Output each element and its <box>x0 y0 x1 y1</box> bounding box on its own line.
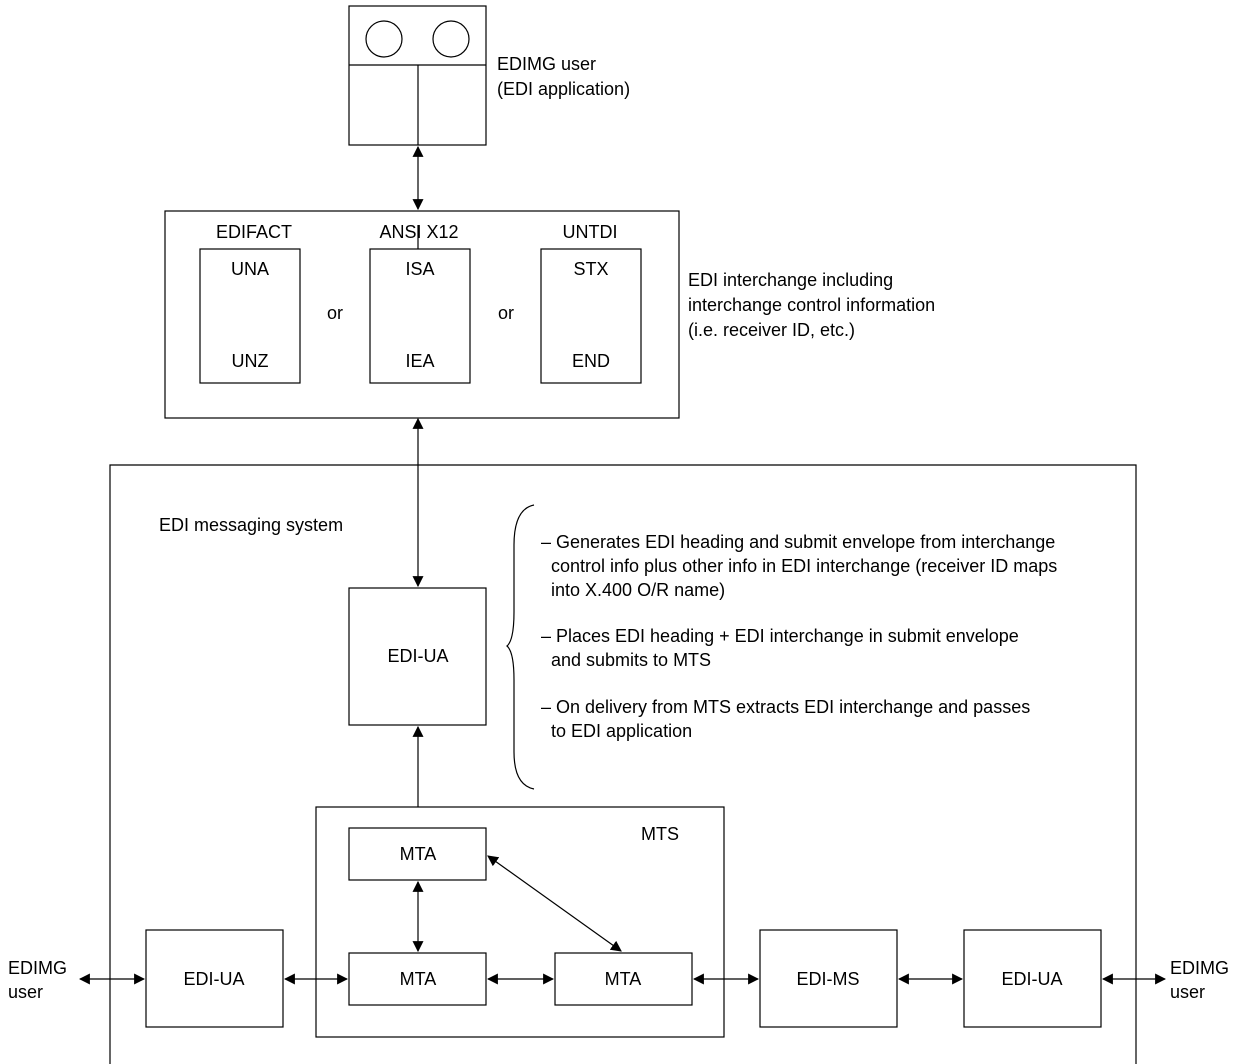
ua-function-notes: – Generates EDI heading and submit envel… <box>541 532 1057 741</box>
user-top-eye-left-icon <box>365 20 403 58</box>
edi-ua-main-label: EDI-UA <box>387 646 448 666</box>
edimg-user-top: EDIMG user (EDI application) <box>348 5 630 146</box>
edifact-box <box>199 248 301 384</box>
mta-bottom-left-box <box>348 952 487 1006</box>
interchange-desc-1: EDI interchange including <box>688 270 893 290</box>
edi-ms-box <box>759 929 898 1028</box>
interchange-desc-3: (i.e. receiver ID, etc.) <box>688 320 855 340</box>
interchange-desc-2: interchange control information <box>688 295 935 315</box>
user-right-label-1: EDIMG <box>1170 958 1229 978</box>
edi-ua-left-label: EDI-UA <box>183 969 244 989</box>
untdi-title: UNTDI <box>563 222 618 242</box>
ansi-title: ANSI X12 <box>379 222 458 242</box>
untdi-box <box>540 248 642 384</box>
user-top-eye-right-icon <box>432 20 470 58</box>
arrow-mta-top-mta-right <box>487 855 622 952</box>
messaging-system-title: EDI messaging system <box>159 515 343 535</box>
edi-ms-label: EDI-MS <box>797 969 860 989</box>
mta-top-label: MTA <box>400 844 437 864</box>
note-1-line-3: into X.400 O/R name) <box>541 580 725 600</box>
edi-ua-right-label: EDI-UA <box>1001 969 1062 989</box>
mta-bottom-left-label: MTA <box>400 969 437 989</box>
ansi-box <box>369 248 471 384</box>
note-3-line-1: – On delivery from MTS extracts EDI inte… <box>541 697 1030 717</box>
interchange-group: EDIFACT ANSI X12 UNTDI UNA UNZ ISA IEA S… <box>164 210 935 419</box>
edi-ua-left-box <box>145 929 284 1028</box>
messaging-system-frame <box>109 464 1137 1064</box>
notes-brace <box>506 504 535 790</box>
mta-top-box <box>348 827 487 881</box>
edi-ua-right-box <box>963 929 1102 1028</box>
or-label-1: or <box>327 303 343 323</box>
or-label-2: or <box>498 303 514 323</box>
ansi-start: ISA <box>405 259 434 279</box>
mta-bottom-right-label: MTA <box>605 969 642 989</box>
note-2-line-2: and submits to MTS <box>541 650 711 670</box>
mts-title: MTS <box>641 824 679 844</box>
note-1-line-1: – Generates EDI heading and submit envel… <box>541 532 1055 552</box>
ansi-end: IEA <box>405 351 434 371</box>
note-1-line-2: control info plus other info in EDI inte… <box>541 556 1057 576</box>
mta-bottom-right-box <box>554 952 693 1006</box>
untdi-end: END <box>572 351 610 371</box>
edifact-end: UNZ <box>232 351 269 371</box>
user-top-label-1: EDIMG user <box>497 54 596 74</box>
note-3-line-2: to EDI application <box>541 721 692 741</box>
edi-ua-main-box <box>348 587 487 726</box>
user-top-label-2: (EDI application) <box>497 79 630 99</box>
edifact-title: EDIFACT <box>216 222 292 242</box>
note-2-line-1: – Places EDI heading + EDI interchange i… <box>541 626 1019 646</box>
edifact-start: UNA <box>231 259 269 279</box>
user-left-label-1: EDIMG <box>8 958 67 978</box>
user-right-label-2: user <box>1170 982 1205 1002</box>
untdi-start: STX <box>573 259 608 279</box>
user-left-label-2: user <box>8 982 43 1002</box>
